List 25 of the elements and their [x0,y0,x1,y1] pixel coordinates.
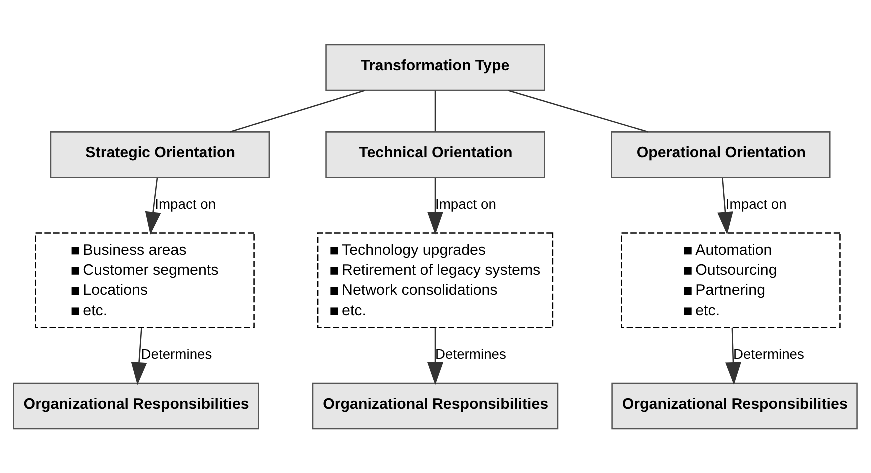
arrow [428,328,444,385]
arrow [428,178,444,234]
node-box: Strategic Orientation [50,131,270,178]
connector [508,90,648,132]
edge-label: Determines [141,346,212,362]
connector [434,90,436,132]
node-box: Organizational Responsibilities [13,382,260,430]
arrow [131,327,148,385]
node-box: Transformation Type [326,44,546,91]
connector [230,90,366,132]
node-box: Business areas Customer segments Locations etc. [35,232,255,328]
edge-label: Impact on [726,195,787,212]
node-box: Technology upgrades Retirement of legacy systems Network consolidations etc. [317,232,554,328]
edge-label: Determines [734,346,804,362]
edge-label: Determines [436,346,506,362]
node-box: Operational Orientation [611,131,831,178]
node-box: Organizational Responsibilities [312,382,559,430]
node-box: Organizational Responsibilities [612,382,858,430]
arrow [145,178,162,234]
edge-label: Impact on [436,195,496,212]
arrow [726,328,742,385]
node-box: Technical Orientation [326,131,546,178]
arrow [718,178,734,234]
edge-label: Impact on [155,195,216,212]
node-box: Automation Outsourcing Partnering etc. [621,232,841,328]
